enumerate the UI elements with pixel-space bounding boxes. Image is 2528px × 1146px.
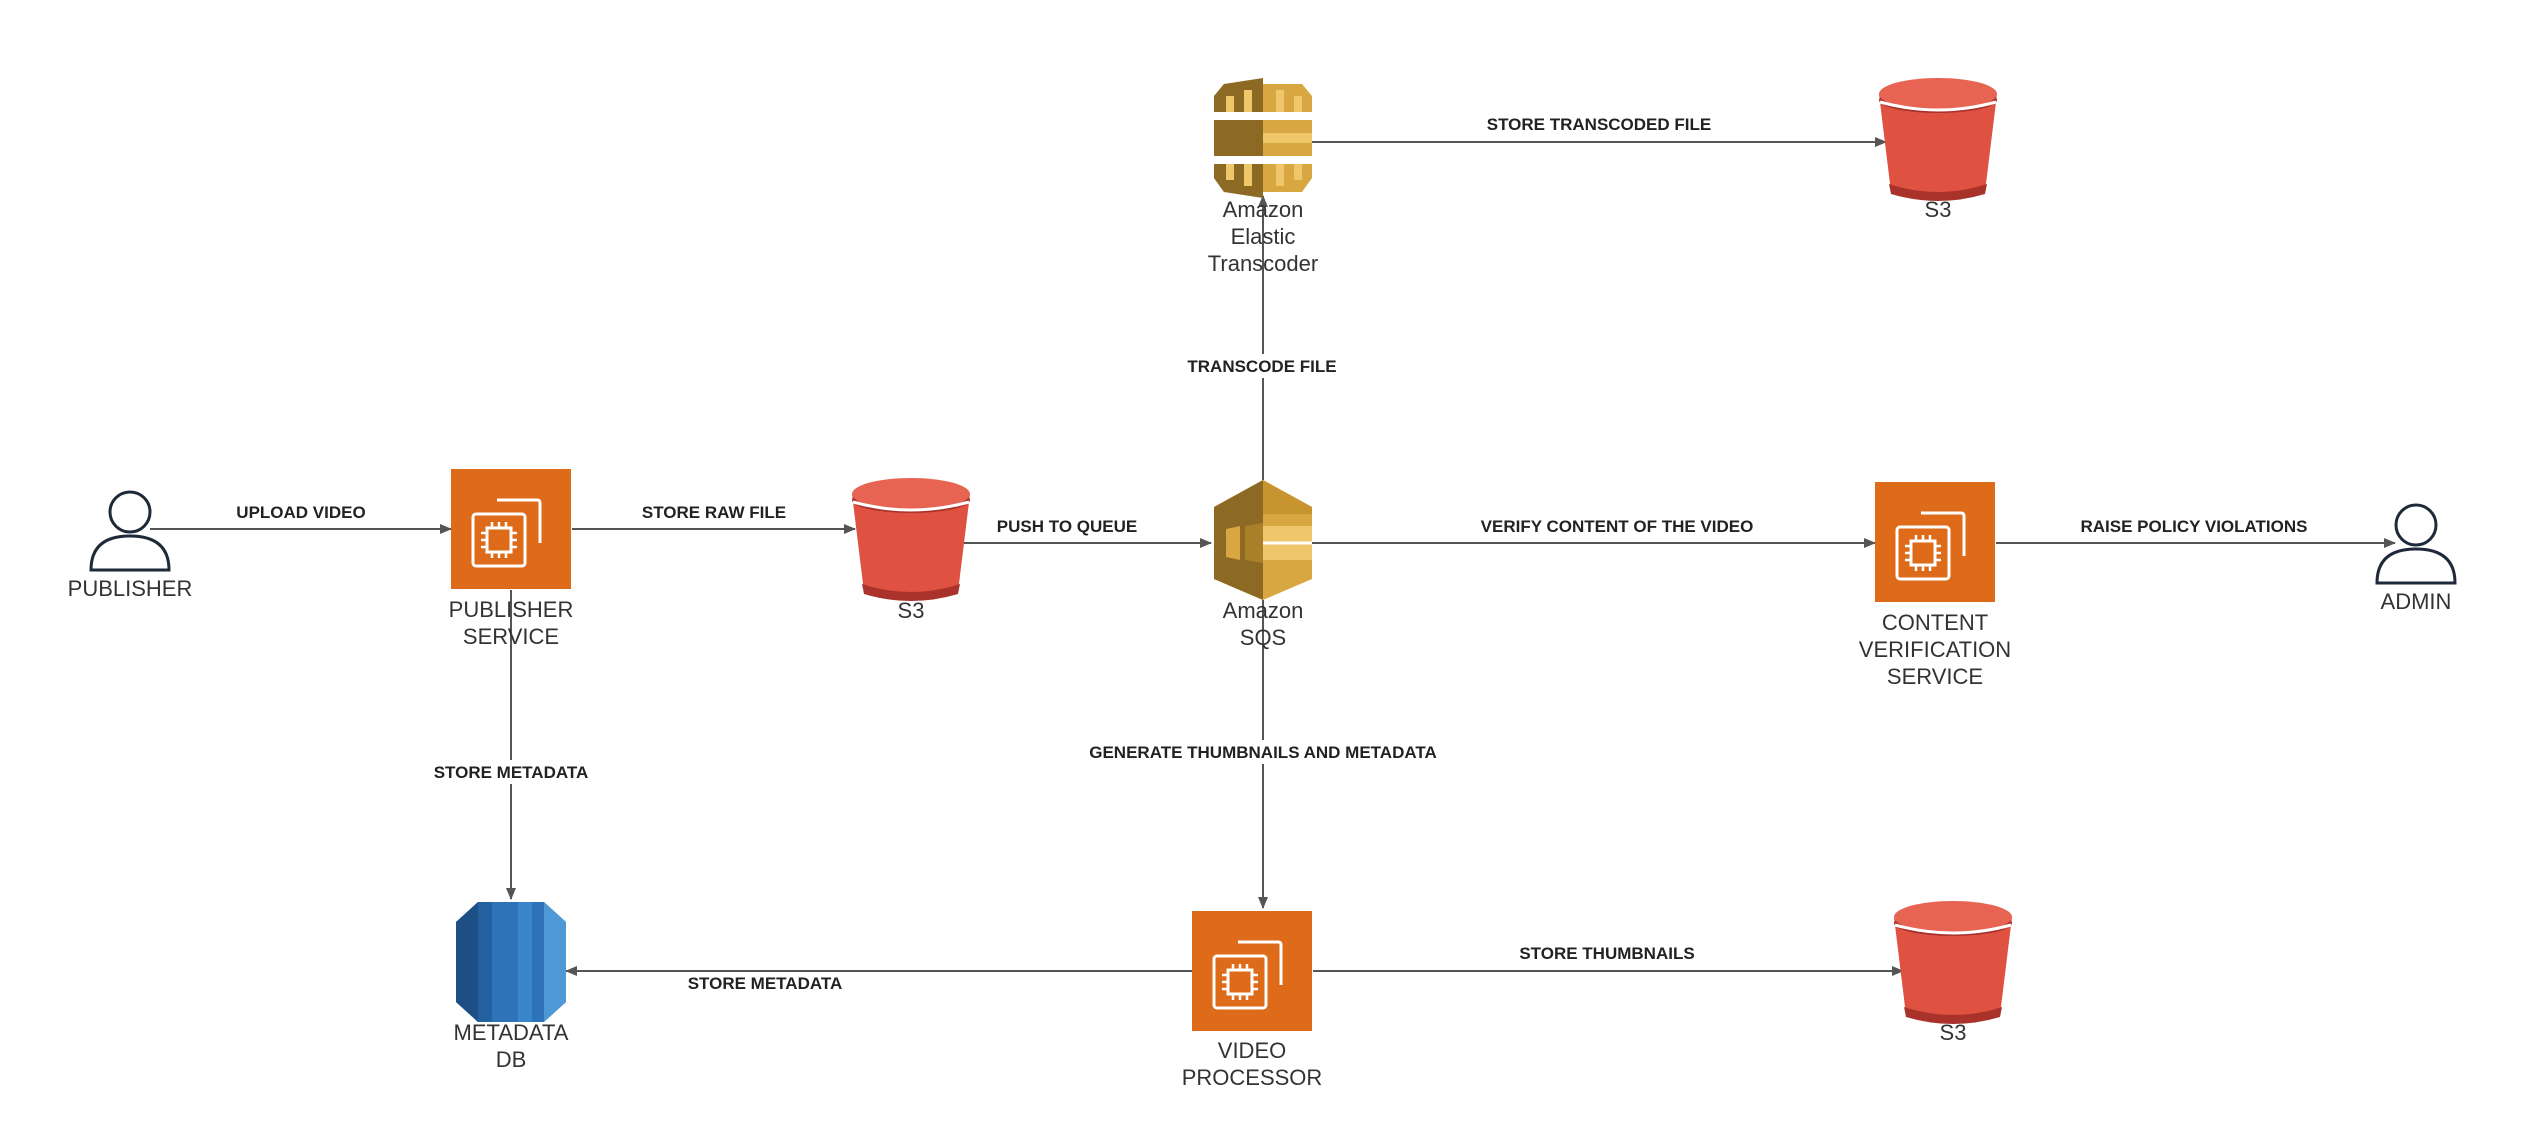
node-label: S3 bbox=[1940, 1020, 1967, 1045]
edge-label-store-thumbnails: STORE THUMBNAILS bbox=[1519, 944, 1694, 963]
node-label: PUBLISHER bbox=[68, 576, 193, 601]
node-label: VIDEO bbox=[1218, 1038, 1286, 1063]
elastic-transcoder-icon bbox=[1214, 78, 1312, 198]
edge-label-store-metadata-publisher: STORE METADATA bbox=[434, 763, 589, 782]
node-label: DB bbox=[496, 1047, 527, 1072]
s3-transcoded-node[interactable]: S3 bbox=[1877, 76, 1999, 222]
node-label: S3 bbox=[1925, 197, 1952, 222]
content-verification-node[interactable]: CONTENT VERIFICATION SERVICE bbox=[1859, 480, 2011, 689]
node-label: SERVICE bbox=[1887, 664, 1983, 689]
node-label: VERIFICATION bbox=[1859, 637, 2011, 662]
edges bbox=[150, 137, 2396, 976]
ec2-icon bbox=[1873, 480, 1997, 604]
node-label: ADMIN bbox=[2381, 589, 2452, 614]
ec2-icon bbox=[449, 467, 573, 591]
node-label: METADATA bbox=[454, 1020, 569, 1045]
node-label: PUBLISHER bbox=[449, 597, 574, 622]
edge-label-push-to-queue: PUSH TO QUEUE bbox=[997, 517, 1137, 536]
node-label: Amazon bbox=[1223, 197, 1304, 222]
node-label: PROCESSOR bbox=[1182, 1065, 1323, 1090]
node-label: S3 bbox=[898, 598, 925, 623]
s3-bucket-icon bbox=[1877, 76, 1999, 203]
edge-label-transcode-file: TRANSCODE FILE bbox=[1187, 357, 1336, 376]
metadata-db-node[interactable]: METADATA DB bbox=[454, 902, 569, 1072]
node-label: Transcoder bbox=[1208, 251, 1318, 276]
node-label: Elastic bbox=[1231, 224, 1296, 249]
edge-label-upload-video: UPLOAD VIDEO bbox=[236, 503, 365, 522]
rds-database-icon bbox=[456, 902, 566, 1022]
s3-thumbnails-node[interactable]: S3 bbox=[1892, 899, 2014, 1045]
edge-label-store-transcoded-file: STORE TRANSCODED FILE bbox=[1487, 115, 1711, 134]
publisher-service-node[interactable]: PUBLISHER SERVICE bbox=[449, 467, 574, 649]
s3-bucket-icon bbox=[850, 476, 972, 603]
sqs-icon bbox=[1214, 480, 1312, 600]
s3-bucket-icon bbox=[1892, 899, 2014, 1026]
node-label: SERVICE bbox=[463, 624, 559, 649]
transcoder-node[interactable]: Amazon Elastic Transcoder bbox=[1208, 78, 1318, 276]
edge-label-store-metadata-processor: STORE METADATA bbox=[688, 974, 843, 993]
user-icon bbox=[89, 490, 171, 572]
edge-label-verify-content: VERIFY CONTENT OF THE VIDEO bbox=[1481, 517, 1754, 536]
edge-label-generate-thumbnails: GENERATE THUMBNAILS AND METADATA bbox=[1089, 743, 1437, 762]
node-label: Amazon bbox=[1223, 598, 1304, 623]
video-processor-node[interactable]: VIDEO PROCESSOR bbox=[1182, 909, 1323, 1090]
admin-node[interactable]: ADMIN bbox=[2375, 503, 2457, 614]
edge-label-store-raw-file: STORE RAW FILE bbox=[642, 503, 786, 522]
s3-raw-node[interactable]: S3 bbox=[850, 476, 972, 623]
ec2-icon bbox=[1190, 909, 1314, 1033]
node-label: SQS bbox=[1240, 625, 1286, 650]
sqs-node[interactable]: Amazon SQS bbox=[1214, 480, 1312, 650]
node-label: CONTENT bbox=[1882, 610, 1988, 635]
edge-label-raise-policy-violations: RAISE POLICY VIOLATIONS bbox=[2080, 517, 2307, 536]
edge-labels: UPLOAD VIDEO STORE RAW FILE PUSH TO QUEU… bbox=[236, 115, 2307, 993]
publisher-node[interactable]: PUBLISHER bbox=[68, 490, 193, 601]
